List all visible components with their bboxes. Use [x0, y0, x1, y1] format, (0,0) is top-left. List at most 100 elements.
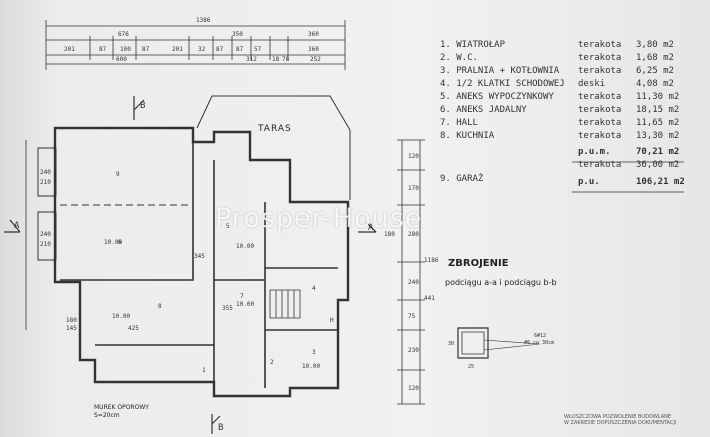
dim-inner-2: 425 — [128, 325, 139, 332]
dim-row2-3: 100 — [120, 46, 131, 53]
legend-row: 1. WIATROŁAP terakota 3,80 m2 — [440, 40, 690, 53]
stamp-line-1: WŁOSZCZOWA POZWOLENIE BUDOWLANE — [564, 414, 672, 420]
level-2: 10.00 — [236, 243, 254, 250]
legend-row: 5. ANEKS WYPOCZYNKOWY terakota 11,30 m2 — [440, 92, 690, 105]
dim-right-4: 240 — [408, 279, 419, 286]
rebar-bars-label: 6#12 — [534, 333, 546, 339]
legend-area: 4,08 m2 — [636, 79, 674, 89]
section-mark-b-bottom: B — [218, 423, 223, 433]
legend-material: terakota — [578, 105, 622, 115]
terrace-label: TARAS — [258, 124, 292, 134]
dim-row2-7: 87 — [216, 46, 224, 53]
legend-area: 18,15 m2 — [636, 105, 680, 115]
section-mark-b-top: B — [140, 101, 145, 111]
legend-room: 9. GARAŻ — [440, 174, 484, 184]
dim-right-7: 120 — [408, 385, 419, 392]
legend-area: 36,00 m2 — [636, 160, 680, 170]
room-number-9: 9 — [116, 171, 120, 178]
dim-left-3: 240 — [40, 231, 51, 238]
dim-row3-5: 252 — [310, 56, 321, 63]
reinforcement-note: ZBROJENIE podciągu a-a i podciągu b-b — [445, 258, 557, 287]
dim-right-1: 120 — [408, 153, 419, 160]
pu-value: 106,21 m2 — [636, 177, 685, 187]
dim-right-sum-1: 1186 — [424, 257, 439, 264]
level-3: 10.00 — [236, 301, 254, 308]
retaining-wall-thickness: S=20cm — [94, 412, 120, 419]
pu-label: p.u. — [578, 177, 600, 187]
section-mark-a-right: A — [368, 223, 374, 233]
legend-area: 6,25 m2 — [636, 66, 674, 76]
stamp-line-2: W ZAKRESIE DOPUSZCZENIA DOKUMENTACJI — [564, 420, 677, 426]
dim-left-2: 210 — [40, 179, 51, 186]
legend-row: 3. PRALNIA + KOTŁOWNIA terakota 6,25 m2 — [440, 66, 690, 79]
pum-value: 70,21 m2 — [636, 147, 680, 157]
reinforcement-subtitle: podciągu a-a i podciągu b-b — [445, 278, 557, 287]
legend-area: 3,80 m2 — [636, 40, 674, 50]
dim-row3-4: 78 — [282, 56, 290, 63]
legend-room: 3. PRALNIA + KOTŁOWNIA — [440, 66, 560, 76]
dim-row2-8: 87 — [236, 46, 244, 53]
dim-top-b: 350 — [232, 31, 243, 38]
watermark: Prosper-House — [215, 203, 423, 234]
dim-top-total: 1386 — [196, 17, 211, 24]
legend-row: 6. ANEKS JADALNY terakota 18,15 m2 — [440, 105, 690, 118]
dim-right-5: 75 — [408, 313, 416, 320]
dim-top-a: 676 — [118, 31, 129, 38]
room-number-6: 6 — [118, 239, 122, 246]
level-1: 10.00 — [104, 239, 122, 246]
legend-room: 7. HALL — [440, 118, 478, 128]
legend-room: 2. W.C. — [440, 53, 478, 63]
legend-material: terakota — [578, 131, 622, 141]
dim-right-3: 280 — [408, 231, 419, 238]
dim-right-sum-3: 180 — [384, 231, 395, 238]
dim-right-6: 230 — [408, 347, 419, 354]
rebar-stirrups-label: #6 co 30cm — [524, 340, 554, 346]
retaining-wall-note: MUREK OPOROWY S=20cm — [94, 404, 149, 420]
legend-material: terakota — [578, 66, 622, 76]
room-number-8: 8 — [158, 303, 162, 310]
pum-label: p.u.m. — [578, 147, 611, 157]
legend-material: terakota — [578, 40, 622, 50]
room-number-4: 4 — [312, 285, 316, 292]
legend-row: 2. W.C. terakota 1,68 m2 — [440, 53, 690, 66]
dim-left-5: 180 — [66, 317, 77, 324]
legend-material: terakota — [578, 53, 622, 63]
dim-row2-2: 87 — [99, 46, 107, 53]
room-number-2: 2 — [270, 359, 274, 366]
dim-left-6: 145 — [66, 325, 77, 332]
legend-pu-row: p.u. 106,21 m2 — [440, 177, 690, 190]
retaining-wall-title: MUREK OPOROWY — [94, 404, 149, 411]
legend-material: terakota — [578, 92, 622, 102]
legend-garage-row: 9. GARAŻ terakota 36,00 m2 — [440, 160, 690, 184]
dim-row2-1: 201 — [64, 46, 75, 53]
legend-row: 4. 1/2 KLATKI SCHODOWEJ deski 4,08 m2 — [440, 79, 690, 92]
dim-row2-6: 32 — [198, 46, 206, 53]
legend-material: deski — [578, 79, 606, 89]
dim-row3-3: 18 — [272, 56, 280, 63]
room-number-3: 3 — [312, 349, 316, 356]
legend-room: 4. 1/2 KLATKI SCHODOWEJ — [440, 79, 565, 89]
dim-left-1: 240 — [40, 169, 51, 176]
approval-stamp: WŁOSZCZOWA POZWOLENIE BUDOWLANE W ZAKRES… — [564, 414, 676, 426]
legend-area: 13,30 m2 — [636, 131, 680, 141]
room-number-1: 1 — [202, 367, 206, 374]
dim-row2-5: 201 — [172, 46, 183, 53]
legend-room: 5. ANEKS WYPOCZYNKOWY — [440, 92, 554, 102]
dim-row2-9: 57 — [254, 46, 262, 53]
legend-material: terakota — [578, 118, 622, 128]
dim-row2-10: 360 — [308, 46, 319, 53]
legend-area: 11,65 m2 — [636, 118, 680, 128]
dim-inner-3: 355 — [222, 305, 233, 312]
dim-right-sum-2: 441 — [424, 295, 435, 302]
legend-row: 7. HALL terakota 11,65 m2 — [440, 118, 690, 131]
section-mark-a-left: A — [14, 221, 20, 231]
room-number-h: H — [330, 317, 334, 324]
dim-left-4: 210 — [40, 241, 51, 248]
legend-room: 6. ANEKS JADALNY — [440, 105, 527, 115]
dim-row2-4: 87 — [142, 46, 150, 53]
dim-top-c: 360 — [308, 31, 319, 38]
dim-inner-1: 345 — [194, 253, 205, 260]
reinforcement-title: ZBROJENIE — [448, 258, 509, 269]
legend-area: 11,30 m2 — [636, 92, 680, 102]
